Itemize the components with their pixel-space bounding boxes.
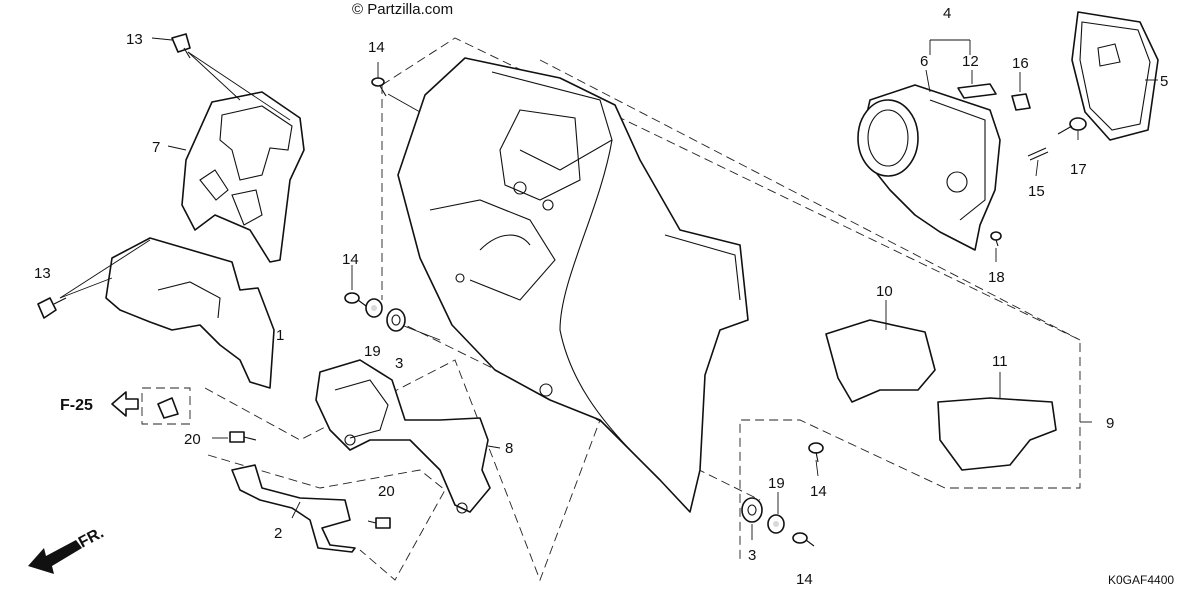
callout-9: 9 [1106, 415, 1114, 432]
assembly-outline-upper [539, 59, 1081, 341]
part-8-bracket [315, 359, 491, 514]
part-2-stay [231, 464, 356, 553]
screw-14-right [808, 442, 824, 463]
callout-8: 8 [505, 440, 513, 457]
part-12-clip [957, 83, 997, 99]
callout-16: 16 [1012, 55, 1029, 72]
callout-5: 5 [1160, 73, 1168, 90]
callout-14-top: 14 [368, 39, 385, 56]
screw-14-bottom [792, 532, 815, 547]
callout-19-lower: 19 [768, 475, 785, 492]
part-7-inner-cover [181, 91, 305, 263]
part-11-pad [937, 397, 1057, 471]
callout-4: 4 [943, 5, 951, 22]
f25-ref-label: F-25 [60, 397, 93, 414]
grommet-3-lower [741, 497, 763, 523]
clip-f25 [157, 397, 179, 419]
bolt-20-lower [367, 517, 391, 529]
screw-14-top [371, 77, 387, 97]
part-17-screw [1057, 117, 1087, 135]
callout-14-right: 14 [810, 483, 827, 500]
screw-13-lower [37, 297, 67, 319]
callout-14-mid: 14 [342, 251, 359, 268]
part-16-clip [1011, 93, 1031, 111]
callout-17: 17 [1070, 161, 1087, 178]
callout-15: 15 [1028, 183, 1045, 200]
callout-20-upper: 20 [184, 431, 201, 448]
main-inner-cover [397, 57, 749, 513]
callout-11: 11 [992, 353, 1008, 370]
callout-3-upper: 3 [395, 355, 403, 372]
screw-14-mid [344, 292, 367, 307]
callout-12: 12 [962, 53, 979, 70]
grommet-3-upper [386, 308, 406, 332]
callout-14-bottom: 14 [796, 571, 813, 588]
callout-1: 1 [276, 327, 284, 344]
callout-19-upper: 19 [364, 343, 381, 360]
callout-7: 7 [152, 139, 160, 156]
front-direction-arrow-icon [28, 540, 82, 574]
screw-13-upper [171, 33, 191, 59]
watermark: © Partzilla.com [352, 1, 453, 18]
part-15-spring [1027, 147, 1049, 161]
callout-13-upper: 13 [126, 31, 143, 48]
washer-19-upper [365, 298, 383, 318]
callout-20-lower: 20 [378, 483, 395, 500]
callout-10: 10 [876, 283, 893, 300]
leader-lines [59, 37, 1158, 540]
diagram-code: K0GAF4400 [1108, 573, 1174, 587]
callout-13-lower: 13 [34, 265, 51, 282]
part-10-pad [825, 319, 936, 403]
callout-6: 6 [920, 53, 928, 70]
part-6-meter-housing [857, 84, 1001, 251]
washer-19-lower [767, 514, 785, 534]
f25-arrow-icon [111, 391, 139, 417]
callout-18: 18 [988, 269, 1005, 286]
callout-3-lower: 3 [748, 547, 756, 564]
assembly-outline-lower [204, 359, 601, 582]
callout-2: 2 [274, 525, 282, 542]
bolt-20-upper [229, 431, 257, 443]
part-5-meter-cover [1071, 11, 1159, 141]
part-1-lower-panel [105, 237, 275, 389]
part-18-screw [990, 231, 1002, 247]
